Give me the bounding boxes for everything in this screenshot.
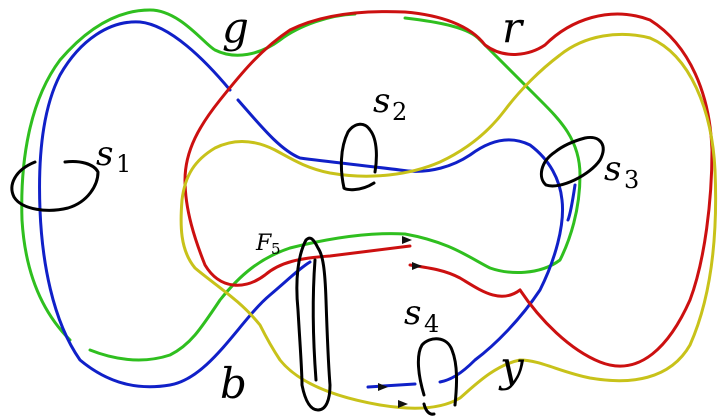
label-y: y xyxy=(498,342,525,391)
blue-middle xyxy=(236,98,565,384)
label-s3: s xyxy=(604,149,621,189)
s4-loop-b xyxy=(422,402,436,416)
yellow-main xyxy=(179,32,718,410)
label-s2: s xyxy=(373,81,390,121)
blue-top-arc xyxy=(566,183,577,222)
green-strand xyxy=(20,8,582,362)
blue-lower-segment xyxy=(366,382,417,389)
arrowheads xyxy=(378,236,422,408)
red-main xyxy=(183,10,714,368)
arrow-blue xyxy=(378,383,388,391)
s4-loop xyxy=(416,337,459,407)
green-outer-loop xyxy=(20,8,357,342)
labels: g r b y s 1 s 2 s 3 s 4 F 5 xyxy=(96,3,639,408)
black-loops xyxy=(10,122,605,416)
label-b: b xyxy=(220,359,247,408)
arrow-red xyxy=(412,262,422,270)
s2-loop xyxy=(339,122,378,190)
blue-strand xyxy=(38,20,577,389)
f5-surface-left xyxy=(295,236,332,412)
label-s4-sub: 4 xyxy=(424,310,439,338)
label-s3-sub: 3 xyxy=(624,166,639,194)
blue-left-loop xyxy=(38,20,312,389)
label-r: r xyxy=(502,3,525,52)
label-f5: F xyxy=(255,231,272,256)
label-s2-sub: 2 xyxy=(392,98,407,126)
green-upper-right xyxy=(88,16,582,362)
label-s4: s xyxy=(404,293,421,333)
label-s1-sub: 1 xyxy=(116,150,131,178)
label-g: g xyxy=(222,3,249,52)
s3-loop xyxy=(539,135,605,188)
s2-loop-b xyxy=(342,181,376,192)
red-inner-arrow xyxy=(408,263,522,298)
yellow-strand xyxy=(179,32,718,410)
s1-loop xyxy=(10,160,100,212)
label-f5-sub: 5 xyxy=(271,240,281,258)
red-strand xyxy=(183,10,714,368)
label-s1: s xyxy=(96,134,113,174)
arrow-green xyxy=(402,236,412,244)
arrow-yellow xyxy=(398,400,408,408)
f5-surface-inner xyxy=(311,258,318,382)
